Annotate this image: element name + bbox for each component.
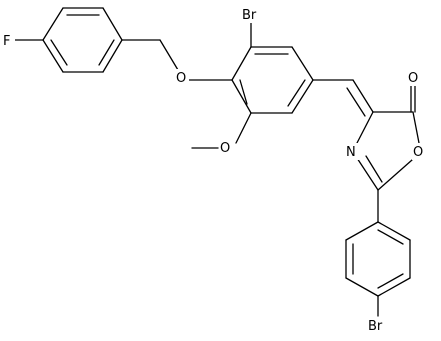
bond — [235, 112, 252, 144]
atom-label-f: F — [3, 34, 10, 49]
bond — [159, 39, 179, 71]
atom-label-o-carbonyl: O — [408, 71, 418, 86]
ring-nitrogen: N — [345, 143, 359, 160]
bond — [50, 39, 68, 66]
bond — [291, 79, 314, 114]
bond — [412, 111, 420, 144]
bromine-atom-top: Br — [241, 6, 263, 23]
bond — [231, 46, 252, 81]
bond — [231, 79, 252, 114]
bond — [102, 7, 123, 41]
bromine-atom-bottom: Br — [367, 317, 389, 334]
atom-label-n-ring: N — [346, 145, 356, 160]
carbonyl-oxygen: O — [407, 69, 421, 86]
bond — [346, 87, 366, 117]
bond — [365, 155, 383, 183]
atom-label-o-ether: O — [176, 71, 186, 86]
bond — [377, 273, 404, 289]
bond — [377, 221, 411, 241]
ring-oxygen: O — [412, 143, 426, 160]
ether-oxygen: O — [175, 69, 189, 86]
bond — [239, 79, 248, 105]
bond — [291, 46, 314, 81]
bond — [287, 79, 306, 107]
bond — [356, 157, 379, 191]
bond — [42, 7, 64, 41]
bond — [377, 277, 411, 297]
bond — [377, 159, 413, 191]
bond — [345, 277, 379, 297]
methoxy-oxygen: O — [219, 139, 233, 156]
bond — [356, 111, 374, 144]
atom-label-o-methoxy: O — [220, 141, 230, 156]
atom-labels: F Br O O O N O Br — [2, 6, 426, 334]
fluorine-atom: F — [2, 32, 15, 49]
atom-label-o-ring: O — [413, 145, 423, 160]
bond — [42, 39, 64, 73]
bond — [377, 229, 404, 245]
atom-label-br-bottom: Br — [368, 319, 383, 334]
bonds — [13, 7, 420, 317]
bond — [345, 221, 379, 241]
bond — [102, 39, 123, 73]
atom-label-br-top: Br — [242, 8, 257, 23]
bond — [352, 79, 374, 113]
bond — [98, 39, 115, 66]
